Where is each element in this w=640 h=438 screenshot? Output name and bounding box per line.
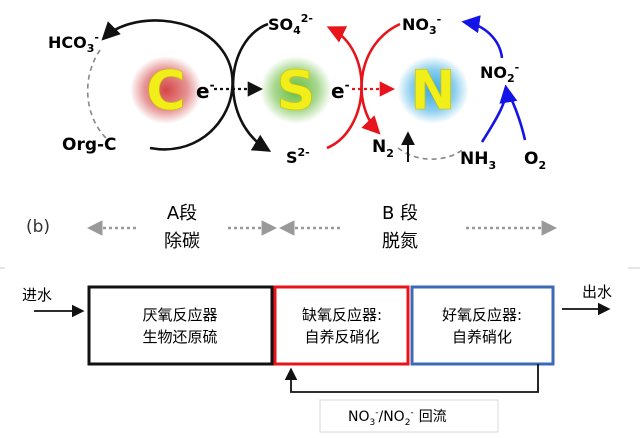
aerobic-reactor-box	[410, 285, 555, 366]
ammonia-label: NH3	[460, 149, 496, 172]
bicarbonate-label: HCO3-	[48, 31, 99, 55]
ammonia-to-nitrite-arc	[480, 84, 518, 143]
oxygen-label: O2	[524, 149, 546, 172]
carbon-node: C	[130, 56, 202, 124]
nitrogen-gas-label: N2	[372, 137, 394, 160]
electron-label-cs: e-	[196, 78, 215, 103]
stage-b-subtitle: 脱氮	[382, 231, 418, 252]
anoxic-reactor-desc: 自养反硝化	[304, 328, 379, 346]
sulfate-label: SO42-	[268, 12, 313, 37]
nitrogen-node: N	[397, 56, 469, 124]
aerobic-reactor-desc: 自养硝化	[452, 328, 512, 346]
oxygen-input-arc	[506, 91, 527, 141]
aerobic-reactor-title: 好氧反应器:	[442, 306, 522, 324]
denitrification-arc	[360, 22, 401, 135]
recycle-loop-line	[284, 364, 539, 393]
anoxic-reactor-box	[273, 285, 410, 366]
nitrite-to-nitrate-arc	[461, 15, 504, 59]
nitrogen-dashed-return-arc	[397, 147, 463, 160]
carbon-return-dashed-arc	[86, 49, 107, 139]
sulfur-node: S	[260, 56, 332, 124]
stage-a-title: A段	[167, 203, 197, 224]
anaerobic-reactor-desc: 生物还原硫	[142, 328, 217, 346]
carbon-oxidation-arc	[101, 19, 234, 151]
stage-b-title: B 段	[382, 203, 418, 224]
anaerobic-reactor-box	[87, 285, 274, 366]
sulfur-reduction-arc	[231, 22, 272, 152]
anaerobic-reactor-title: 厌氧反应器	[142, 306, 217, 324]
recycle-label: NO3-/NO2-回流	[348, 408, 447, 428]
anoxic-reactor-title: 缺氧反应器:	[302, 306, 382, 324]
inlet-label: 进水	[22, 286, 52, 304]
electron-label-sn: e-	[331, 78, 350, 103]
sulfur-letter: S	[277, 59, 316, 122]
carbon-letter: C	[146, 59, 186, 122]
stage-a-subtitle: 除碳	[164, 231, 200, 252]
nitrogen-letter: N	[410, 59, 455, 122]
outlet-label: 出水	[582, 283, 612, 301]
nitrate-label: NO3-	[402, 13, 441, 37]
panel-label: (b)	[26, 217, 50, 237]
nitrite-label: NO2-	[480, 61, 519, 85]
organic-carbon-label: Org-C	[62, 135, 117, 155]
recycle-label-frame	[319, 399, 499, 433]
sulfide-label: S2-	[286, 146, 310, 167]
